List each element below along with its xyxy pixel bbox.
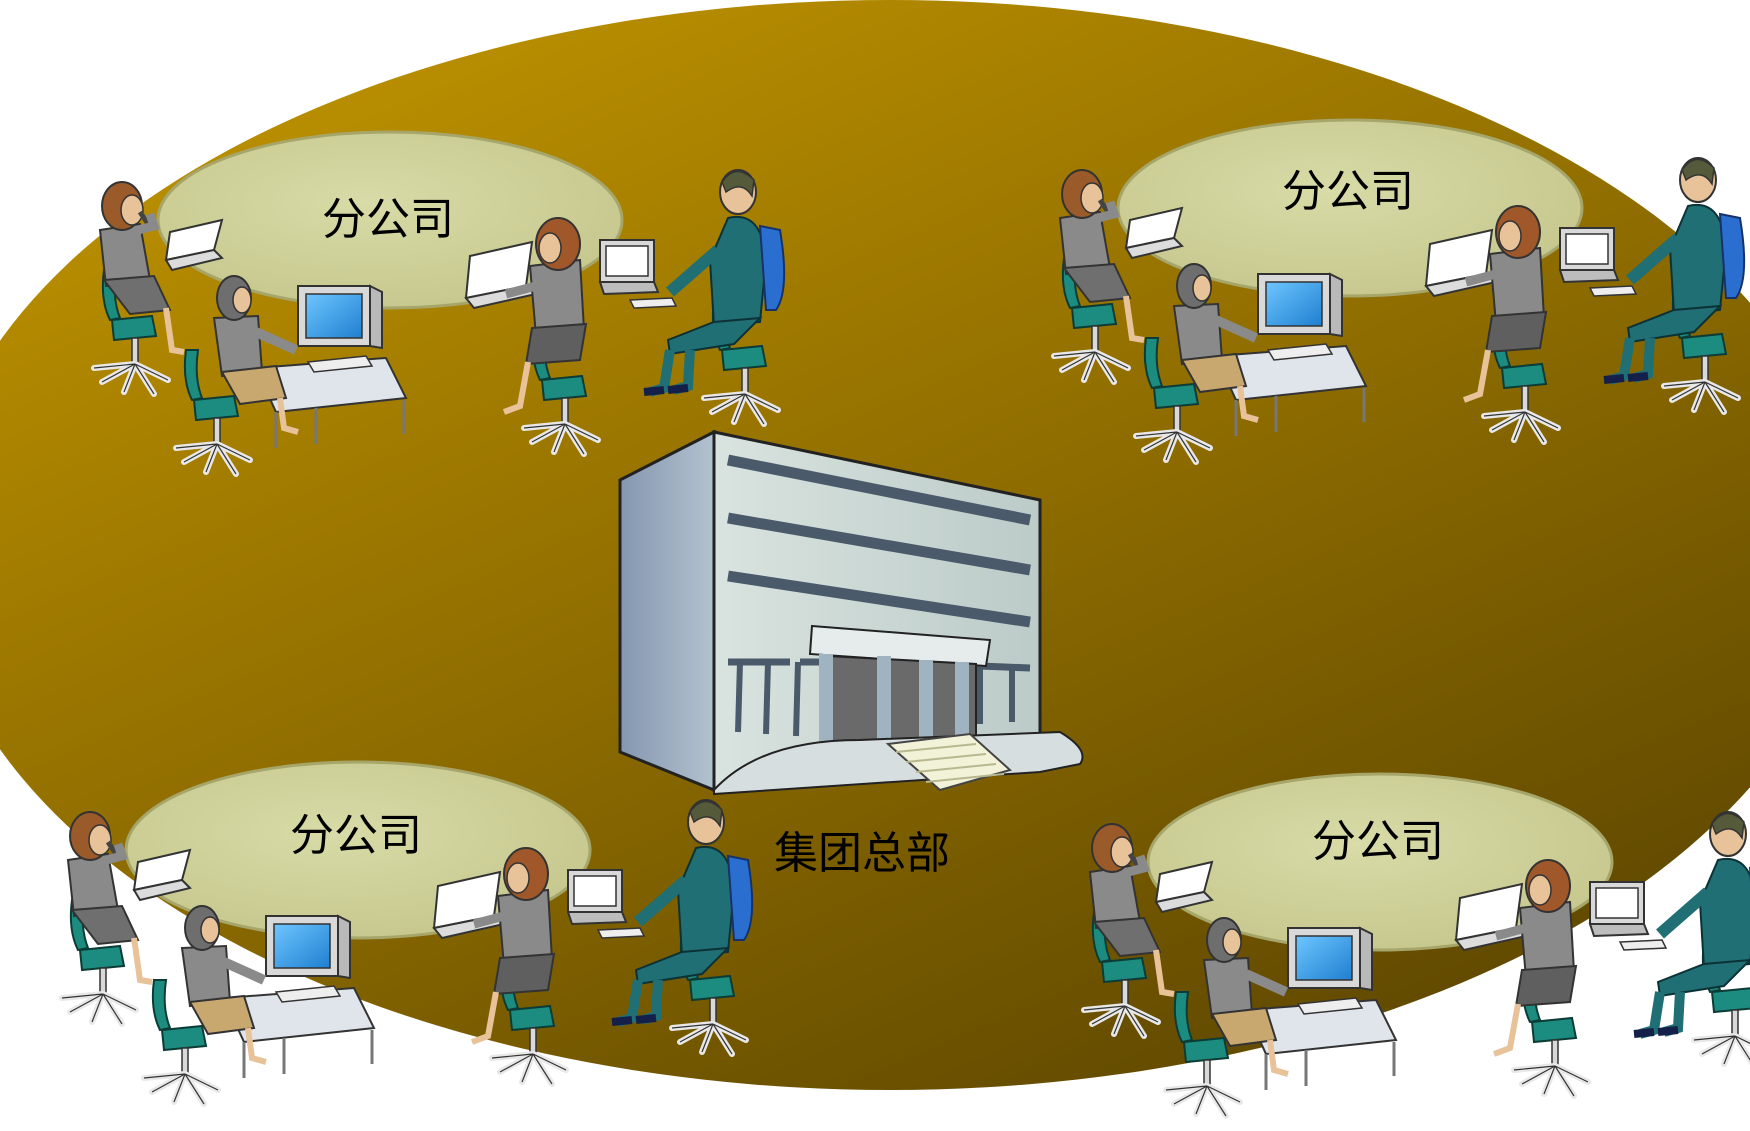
branch-cluster-top-right: 分公司	[1054, 120, 1744, 462]
office-building-icon	[618, 429, 1084, 796]
branch-label: 分公司	[290, 810, 422, 861]
branch-label: 分公司	[1282, 166, 1414, 217]
branch-cluster-bottom-left: 分公司	[62, 762, 752, 1104]
branch-label: 分公司	[322, 194, 454, 245]
branch-cluster-top-left: 分公司	[94, 132, 784, 474]
branch-cluster-bottom-right: 分公司	[1084, 774, 1750, 1116]
branch-label: 分公司	[1312, 816, 1444, 867]
headquarters-label: 集团总部	[774, 828, 950, 879]
